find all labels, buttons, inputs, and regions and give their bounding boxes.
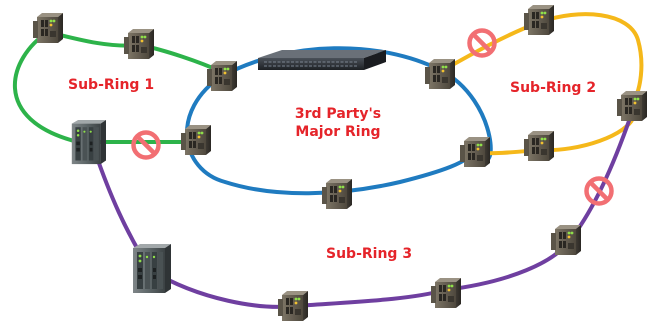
rack-switch-icon: [71, 120, 106, 165]
industrial-switch-icon: [524, 131, 554, 161]
sub-ring-3-label: Sub-Ring 3: [326, 246, 412, 262]
sub-ring-1-label: Sub-Ring 1: [68, 77, 154, 93]
industrial-switch-icon: [617, 91, 647, 121]
industrial-switch-icon: [207, 61, 237, 91]
industrial-switch-icon: [322, 179, 352, 209]
industrial-switch-icon: [278, 291, 308, 321]
industrial-switch-icon: [425, 59, 455, 89]
industrial-switch-icon: [551, 225, 581, 255]
industrial-switch-icon: [124, 29, 154, 59]
major-ring-label-line-1: 3rd Party's: [295, 106, 381, 122]
sub-ring-2-label: Sub-Ring 2: [510, 80, 596, 96]
blocked-link-icon: [134, 133, 159, 158]
industrial-switch-icon: [33, 13, 63, 43]
industrial-switch-icon: [460, 137, 490, 167]
industrial-switch-icon: [181, 125, 211, 155]
blocked-link-icon: [587, 179, 612, 204]
major-ring-label-line-2: Major Ring: [295, 124, 380, 140]
industrial-switch-icon: [431, 278, 461, 308]
rack-switch-icon: [133, 244, 171, 293]
industrial-switch-icon: [524, 5, 554, 35]
rackmount-switch-icon: [258, 50, 386, 70]
